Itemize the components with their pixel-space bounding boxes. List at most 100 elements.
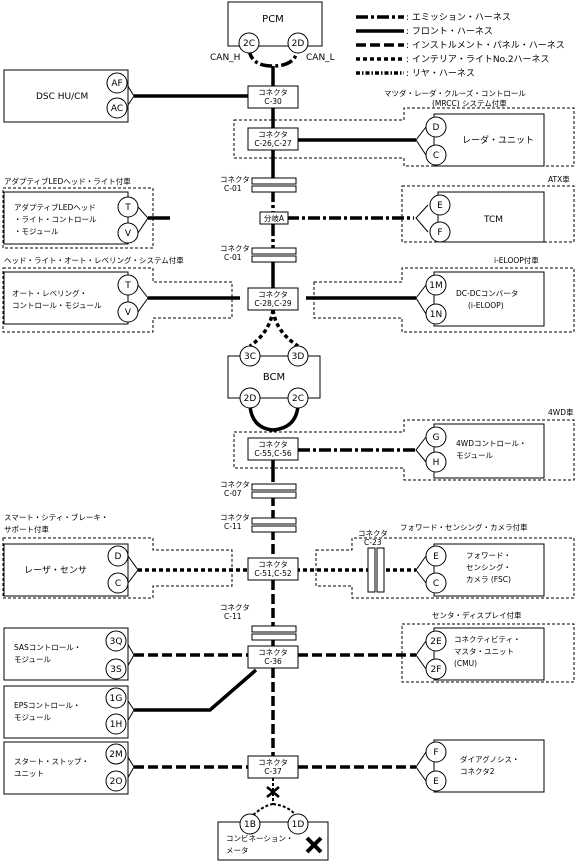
connector-c01-upper: コネクタ C-01 (220, 175, 297, 193)
bcm-pin-2d (239, 387, 261, 409)
bcm-pin-3c-label: 3C (244, 352, 256, 362)
ieloop-pin-1n-label: 1N (430, 310, 442, 320)
cmu-option-outline (401, 623, 575, 683)
svg-text:C-01: C-01 (224, 253, 242, 262)
combi-pin-1b (239, 813, 261, 835)
radar-pin-d-label: D (433, 123, 440, 133)
atx-note: ATX車 (548, 174, 570, 184)
ieloop-note: i-ELOOP付車 (494, 255, 539, 265)
svg-text:分岐A: 分岐A (264, 213, 285, 223)
startstop-module: スタート・ストップ・ ユニット 2M 2O (3, 741, 129, 795)
svg-text:コネクタ: コネクタ (220, 480, 250, 489)
svg-text:C-26,C-27: C-26,C-27 (254, 139, 292, 148)
radar-unit: マツダ・レーダ・クルーズ・コントロール (MRCC) システム付車 レーダ・ユニ… (384, 88, 545, 167)
connector-c11-upper: コネクタ C-11 (220, 513, 297, 533)
tcm-pin-f (429, 221, 451, 243)
fsc-pin-fork (415, 555, 427, 584)
cmu-pin-fork (415, 640, 427, 670)
svg-text:C-11: C-11 (224, 612, 242, 621)
combi-name-1: コンビネーション・ (226, 834, 293, 843)
legend-emission-label: : エミッション・ハーネス (406, 12, 511, 23)
radar-unit-name: レーダ・ユニット (462, 134, 534, 146)
bcm-module: BCM 3C 3D 2D 2C (227, 345, 321, 409)
ieloop-module: i-ELOOP付車 DC-DCコンバータ (i-ELOOP) 1M 1N (425, 255, 545, 327)
sas-pin-3q-label: 3Q (110, 637, 123, 647)
ieloop-pin-1m-label: 1M (429, 281, 443, 291)
laser-pin-c-label: C (115, 579, 121, 589)
junction-a: 分岐A (259, 211, 289, 225)
svg-text:コネクタ: コネクタ (258, 648, 288, 657)
ieloop-pin-1n (425, 303, 447, 325)
connector-c37: コネクタ C-37 (247, 755, 299, 779)
fwd-pin-g (425, 426, 447, 448)
dsc-pin-ac (106, 97, 128, 119)
legend-rear-label: : リヤ・ハーネス (406, 68, 475, 79)
mrcc-note-2: (MRCC) システム付車 (432, 98, 507, 108)
svg-text:C-11: C-11 (224, 522, 242, 531)
combi-pin-1d-label: 1D (292, 820, 305, 830)
leveling-option-outline (2, 267, 233, 333)
laser-pin-c (107, 572, 129, 594)
ieloop-pin-1m (425, 274, 447, 296)
connector-c30: コネクタ C-30 (247, 85, 299, 109)
svg-text:C-51,C-52: C-51,C-52 (254, 569, 292, 578)
tcm-pin-e-label: E (437, 201, 443, 211)
connector-c23: コネクタ C-23 (358, 529, 388, 593)
bcm-pin-3d-label: 3D (292, 352, 305, 362)
led-pin-t-label: T (124, 203, 131, 213)
radar-pin-d (425, 116, 447, 138)
led-name-1: アダプティブLEDヘッド (14, 202, 96, 212)
mrcc-note-1: マツダ・レーダ・クルーズ・コントロール (384, 88, 526, 98)
sas-name-1: SASコントロール・ (14, 643, 81, 652)
bcm-pin-3d (287, 345, 309, 367)
tcm-module: ATX車 TCM E F (429, 174, 570, 243)
fwd-name-2: モジュール (456, 451, 493, 460)
scbs-option-outline (2, 537, 233, 599)
bcm-pin-2c (287, 387, 309, 409)
svg-text:コネクタ: コネクタ (220, 175, 250, 184)
fsc-module: フォワード・センシング・カメラ付車 フォワード・ センシング・ カメラ (FSC… (400, 522, 545, 597)
legend-instrument-label: : インストルメント・パネル・ハーネス (406, 40, 565, 51)
dsc-name: DSC HU/CM (36, 92, 88, 102)
startstop-pin-2o (105, 770, 127, 792)
eps-name-1: EPSコントロール・ (14, 701, 81, 710)
led-module: アダプティブLEDヘッド・ライト付車 アダプティブLEDヘッド ・ライト・コント… (3, 176, 139, 245)
svg-text:コネクタ: コネクタ (220, 603, 250, 612)
legend: : エミッション・ハーネス : フロント・ハーネス : インストルメント・パネル… (356, 12, 565, 79)
cmu-name-2: マスタ・ユニット (454, 647, 514, 656)
fsc-pin-c-label: C (433, 579, 439, 589)
atx-option-outline (401, 185, 575, 243)
legend-interior-label: : インテリア・ライトNo.2ハーネス (406, 54, 550, 65)
svg-text:C-36: C-36 (264, 657, 282, 666)
pcm-can-h-label: CAN_H (210, 53, 240, 63)
cmu-module: センタ・ディスプレイ付車 コネクティビティ・ マスタ・ユニット (CMU) 2E… (425, 610, 545, 681)
connector-c01-lower: コネクタ C-01 (220, 244, 297, 263)
ieloop-name-1: DC-DCコンバータ (456, 289, 518, 298)
leveling-module: ヘッド・ライト・オート・レベリング・システム付車 オート・レベリング・ コントロ… (3, 255, 184, 325)
fwd-option-outline (233, 419, 575, 481)
svg-text:C-55,C-56: C-55,C-56 (254, 449, 292, 458)
fsc-name-3: カメラ (FSC) (466, 575, 511, 584)
mrcc-pin-fork (415, 126, 427, 156)
eps-name-2: モジュール (14, 713, 51, 722)
svg-text:コネクタ: コネクタ (258, 758, 288, 767)
svg-text:C-01: C-01 (224, 184, 242, 193)
dsc-pin-af (106, 72, 128, 94)
fwd-module: 4WD車 4WDコントロール・ モジュール G H (425, 407, 574, 479)
svg-text:コネクタ: コネクタ (258, 130, 288, 139)
leveling-pin-v-label: V (125, 308, 132, 318)
eps-pin-1g (105, 687, 127, 709)
led-pin-v-label: V (125, 229, 132, 239)
led-pin-v (117, 222, 139, 244)
fsc-name-1: フォワード・ (466, 551, 511, 560)
fwd-name-1: 4WDコントロール・ (456, 439, 526, 448)
mrcc-option-outline (233, 107, 575, 167)
svg-text:C-30: C-30 (264, 97, 282, 106)
fsc-pin-e (425, 545, 447, 567)
startstop-name-1: スタート・ストップ・ (14, 757, 89, 766)
connector-c28-c29: コネクタ C-28,C-29 (247, 287, 299, 311)
cmu-pin-2f-label: 2F (431, 665, 442, 675)
bcm-lower-right (272, 405, 300, 432)
sas-pin-3s-label: 3S (110, 665, 122, 675)
combination-meter: コンビネーション・ メータ 1B 1D (217, 813, 329, 861)
